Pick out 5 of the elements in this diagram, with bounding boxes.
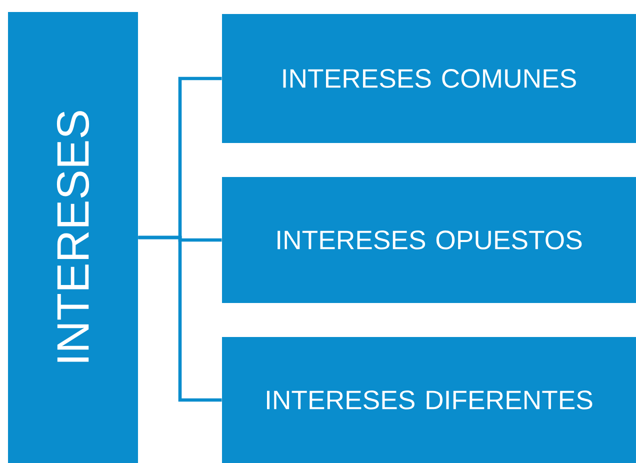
topic-box: INTERESES OPUESTOS (222, 177, 636, 303)
connector-line (138, 236, 222, 402)
topic-box: INTERESES (8, 12, 138, 463)
topic-box: INTERESES COMUNES (222, 14, 636, 143)
topic-box: INTERESES DIFERENTES (222, 336, 636, 463)
